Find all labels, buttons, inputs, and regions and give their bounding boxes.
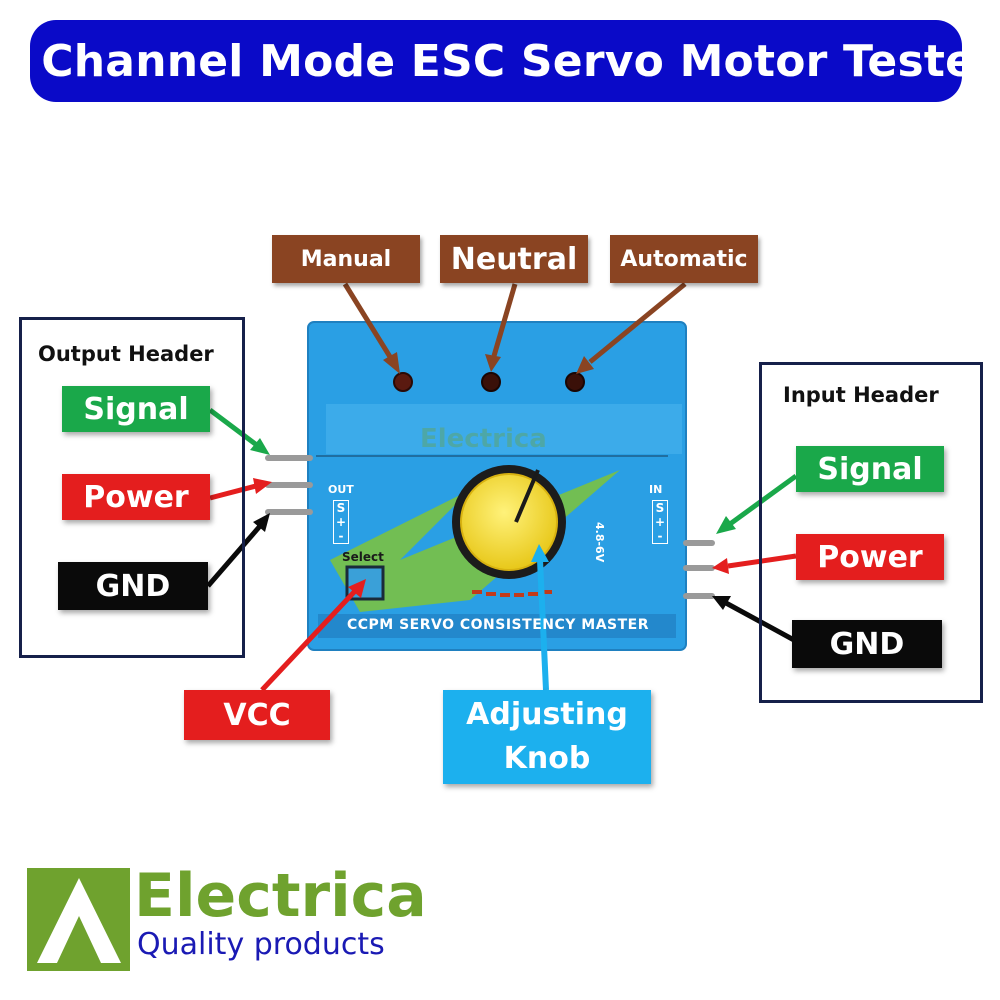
led-neutral: [481, 372, 501, 392]
output-gnd-label: GND: [58, 562, 208, 610]
input-gnd-label: GND: [792, 620, 942, 668]
board-out-label: OUT: [328, 483, 354, 496]
input-pins: [683, 540, 715, 599]
board-out-pins: S + -: [333, 500, 349, 544]
vcc-label: VCC: [184, 690, 330, 740]
board-select-label: Select: [342, 550, 384, 564]
label-manual: Manual: [272, 235, 420, 283]
board-in-pins: S + -: [652, 500, 668, 544]
board-voltage: 4.8-6V: [593, 522, 606, 563]
output-header-title: Output Header: [38, 342, 214, 366]
vcc-arrow: [260, 579, 366, 692]
led-manual: [393, 372, 413, 392]
output-arrows: [206, 408, 272, 588]
page-title: 3 Channel Mode ESC Servo Motor Tester: [0, 35, 998, 87]
output-power-label: Power: [62, 474, 210, 520]
led-automatic: [565, 372, 585, 392]
logo-tagline: Quality products: [137, 927, 385, 962]
label-neutral: Neutral: [440, 235, 588, 283]
logo-a-icon: [37, 878, 121, 963]
adjusting-knob-label: Adjusting Knob: [443, 690, 651, 784]
input-header-title: Input Header: [783, 383, 939, 407]
adjusting-knob: [460, 473, 558, 571]
output-signal-label: Signal: [62, 386, 210, 432]
output-pins: [265, 455, 313, 515]
board-watermark: Electrica: [420, 424, 547, 454]
logo-mark: [27, 868, 130, 971]
board-footer-text: CCPM SERVO CONSISTENCY MASTER: [346, 617, 650, 633]
label-automatic: Automatic: [610, 235, 758, 283]
knob-scale: [472, 590, 552, 597]
input-signal-label: Signal: [796, 446, 944, 492]
output-header-frame: [19, 317, 245, 658]
knob-arrow: [531, 544, 549, 691]
logo-name: Electrica: [134, 861, 427, 931]
input-arrows: [712, 473, 798, 643]
knob-pointer: [514, 469, 540, 523]
input-header-frame: [759, 362, 983, 703]
title-banner: 3 Channel Mode ESC Servo Motor Tester: [0, 20, 997, 102]
input-power-label: Power: [796, 534, 944, 580]
mode-arrows: [342, 282, 687, 374]
board-in-label: IN: [649, 483, 663, 496]
